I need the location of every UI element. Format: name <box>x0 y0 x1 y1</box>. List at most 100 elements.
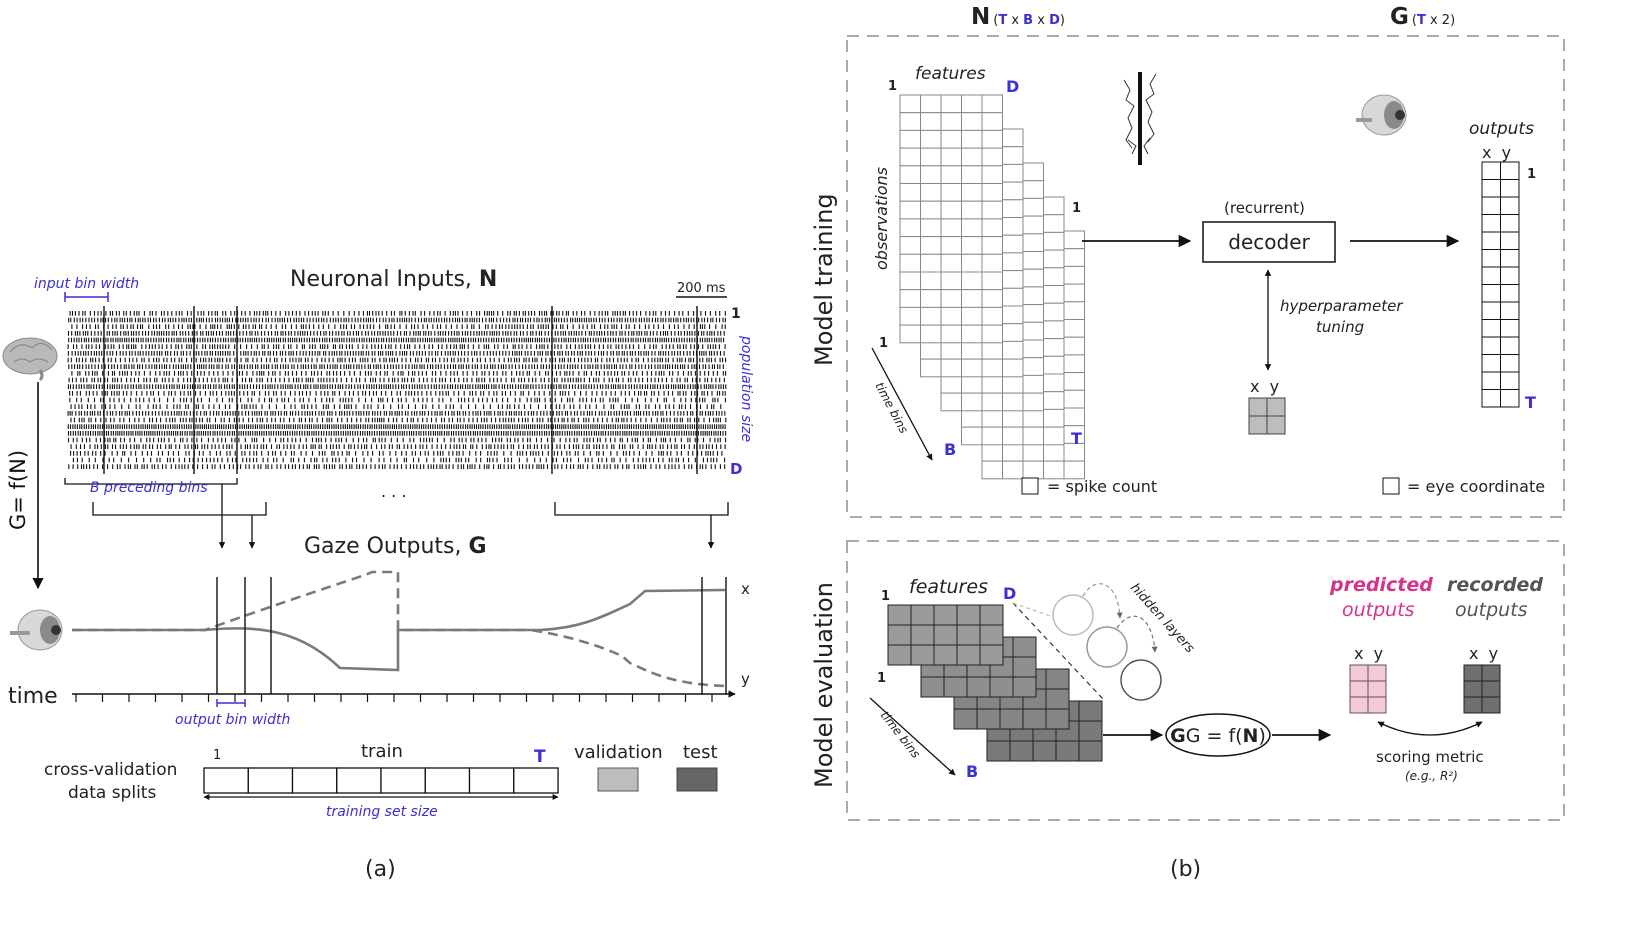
grid-cell <box>1002 426 1024 446</box>
grid-cell <box>1002 374 1024 394</box>
row-first-label: 1 <box>731 306 741 322</box>
grid-cell <box>1002 128 1024 148</box>
cv-label-line1: cross-validation <box>44 760 177 780</box>
model-training-label: Model training <box>810 193 838 366</box>
grid-cell <box>1043 355 1065 375</box>
grid-cell <box>1043 338 1065 357</box>
split-validation-label: validation <box>574 742 663 763</box>
neuronal-inputs-title: Neuronal Inputs, N <box>290 267 497 292</box>
grid-cell <box>1063 354 1085 374</box>
grid-cell <box>1043 231 1065 251</box>
grid-cell <box>1063 248 1085 267</box>
panel-a: G= f(N) Neuronal Inputs, N 200 ms input … <box>2 267 754 820</box>
gaze-outputs-title: Gaze Outputs, G <box>304 534 487 559</box>
grid-cell <box>1063 230 1085 250</box>
train-split-box <box>380 767 426 794</box>
grid-cell <box>1022 339 1044 359</box>
train-split-box <box>336 767 382 794</box>
grid-cell <box>1063 389 1085 409</box>
grid-cell <box>1002 199 1024 219</box>
training-tensor-stack <box>899 94 1085 480</box>
cv-label-line2: data splits <box>68 783 156 803</box>
train-split-box <box>203 767 249 794</box>
grid-cell <box>1002 163 1024 183</box>
window-brackets <box>92 502 729 516</box>
grid-cell <box>1002 442 1024 462</box>
grid-cell <box>1043 302 1065 322</box>
output-bin-width-bracket <box>216 699 246 707</box>
train-split-box <box>424 767 471 794</box>
grid-cell <box>940 392 962 412</box>
grid-cell <box>1002 217 1024 236</box>
grid-cell <box>1063 301 1085 320</box>
split-train-label: train <box>361 741 403 762</box>
N-header: N(T x B x D) <box>971 4 1065 30</box>
ellipsis: . . . <box>381 482 406 501</box>
gaze-trace-x <box>72 588 726 672</box>
grid-cell <box>1043 442 1065 462</box>
time-axis-label: time <box>8 684 58 709</box>
grid-cell <box>1022 286 1044 306</box>
train-split-boxes <box>203 767 559 794</box>
grid-cell <box>1022 460 1044 480</box>
grid-cell <box>1002 146 1024 165</box>
grid-cell <box>1022 408 1044 428</box>
grid-cell <box>1022 442 1044 462</box>
grid-cell <box>1043 267 1065 286</box>
panel-b: N(T x B x D) G(T x 2) Model training fea… <box>810 4 1565 821</box>
grid-cell <box>961 392 983 412</box>
grid-cell <box>1022 162 1044 182</box>
output-bin-width-label: output bin width <box>175 712 290 728</box>
grid-cell <box>981 426 1003 446</box>
grid-cell <box>961 408 983 428</box>
grid-cell <box>1022 233 1044 253</box>
grid-cell <box>1043 408 1065 428</box>
grid-cell <box>1022 197 1044 217</box>
brain-icon <box>2 337 58 382</box>
grid-cell <box>1043 214 1065 233</box>
grid-cell <box>1043 426 1065 446</box>
gaze-y-label: y <box>741 670 750 688</box>
grid-cell <box>981 460 1003 480</box>
grid-cell <box>1063 407 1085 427</box>
grid-cell <box>981 374 1003 394</box>
grid-cell <box>961 426 983 446</box>
grid-cell <box>1043 285 1065 304</box>
grid-cell <box>1022 251 1044 270</box>
spike-raster <box>67 311 727 469</box>
grid-cell <box>1002 460 1024 480</box>
raster-bin-dividers <box>103 306 698 474</box>
grid-cell <box>1022 357 1044 376</box>
input-bin-width-bracket <box>64 292 109 302</box>
eye-icon <box>10 609 63 651</box>
gaze-x-label: x <box>741 580 750 598</box>
row-last-label: D <box>730 460 742 478</box>
grid-cell <box>1022 321 1044 341</box>
mapping-function-label: G= f(N) <box>6 450 30 530</box>
grid-cell <box>1002 252 1024 272</box>
window-arrows <box>218 484 715 549</box>
grid-cell <box>981 442 1003 462</box>
grid-cell <box>1002 408 1024 428</box>
grid-cell <box>1043 391 1065 410</box>
G-header: G(T x 2) <box>1390 4 1455 30</box>
training-set-size-label: training set size <box>326 804 438 820</box>
scale-bar-label: 200 ms <box>677 281 726 296</box>
gaze-trace-y <box>72 570 726 688</box>
grid-cell <box>1063 460 1085 480</box>
grid-cell <box>1043 373 1065 393</box>
gaze-traces <box>72 570 726 688</box>
grid-cell <box>1063 372 1085 391</box>
grid-cell <box>1043 249 1065 269</box>
grid-cell <box>1063 265 1085 285</box>
grid-cell <box>1063 283 1085 303</box>
grid-cell <box>1022 392 1044 412</box>
train-split-box <box>247 767 294 794</box>
gaze-bin-dividers <box>216 577 727 694</box>
grid-cell <box>981 392 1003 412</box>
grid-cell <box>1022 426 1044 446</box>
train-split-box <box>468 767 515 794</box>
train-split-box <box>513 767 559 794</box>
input-bin-width-label: input bin width <box>34 276 139 292</box>
